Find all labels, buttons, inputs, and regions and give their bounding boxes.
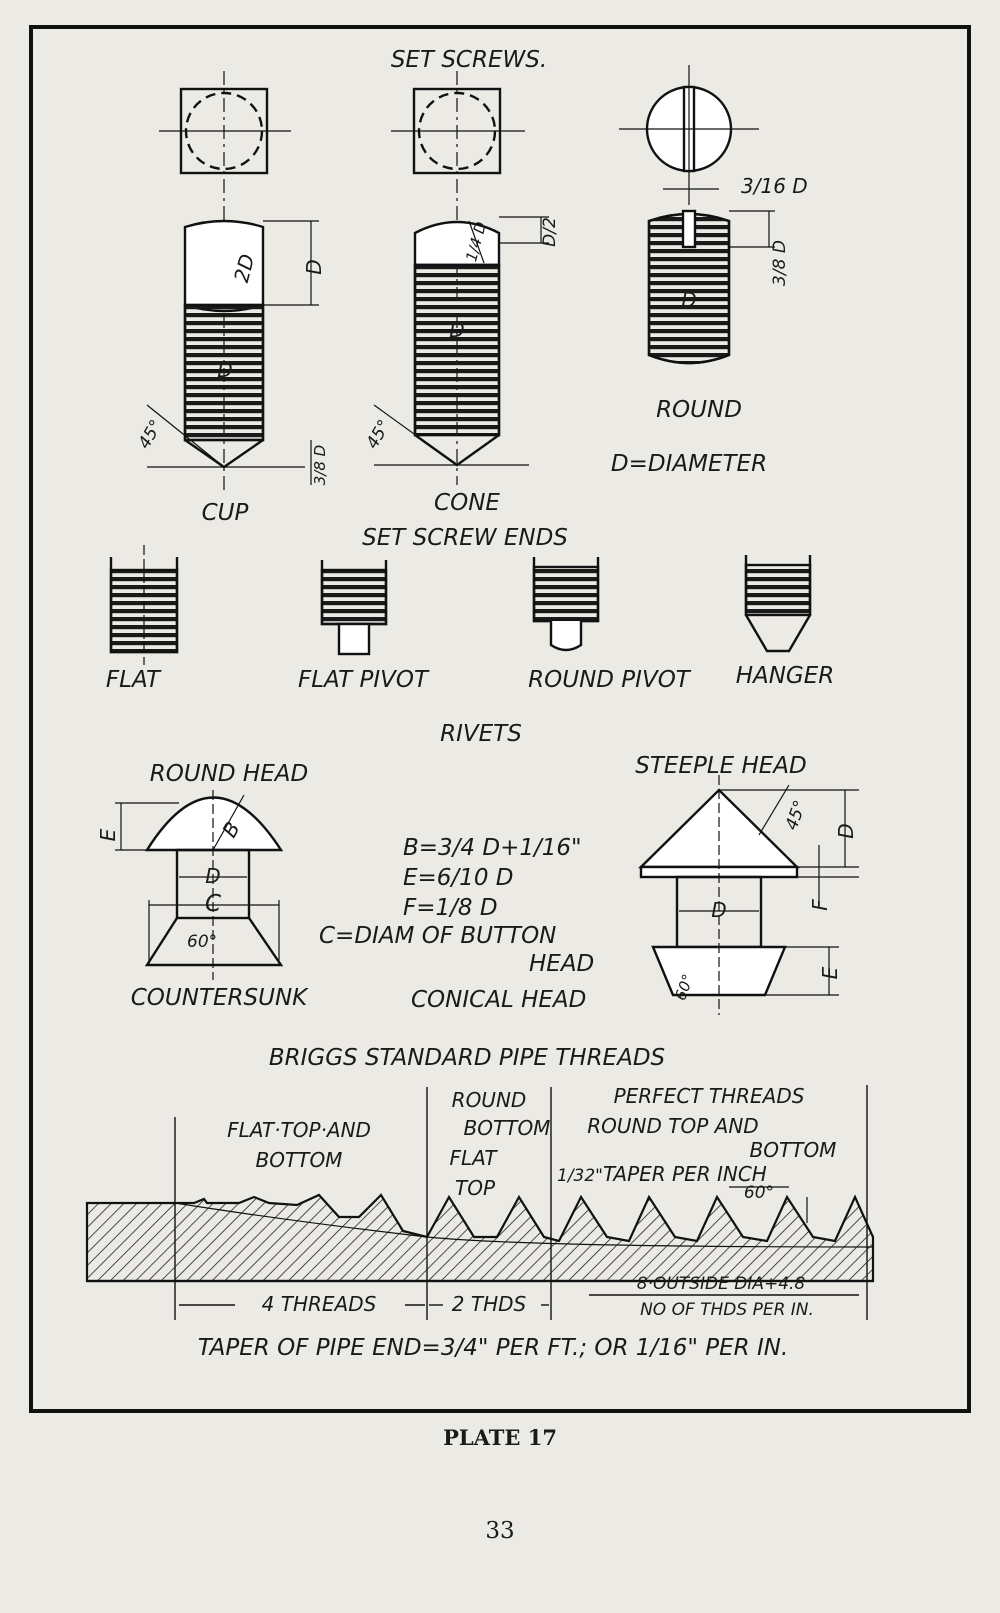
rivet-dim-d: D: [205, 864, 220, 888]
round-bottom-line4: TOP: [455, 1176, 496, 1200]
cone-label: CONE: [434, 490, 500, 516]
countersunk-label: COUNTERSUNK: [131, 985, 309, 1011]
round-bottom-line1: ROUND: [452, 1088, 527, 1112]
plate-svg: SET SCREWS. D 2D D 3/8 D 45° CUP: [29, 25, 971, 1413]
screw-end-flat-pivot: [320, 560, 388, 656]
pipe-dimension-lines: [179, 1294, 859, 1306]
round-dim-3-8d: 3/8 D: [770, 240, 790, 286]
rivet-dim-c: C: [205, 891, 221, 917]
steeple-dim-f: F: [808, 899, 832, 911]
c-note-line2: HEAD: [529, 951, 594, 977]
cup-dim-d: D: [302, 259, 326, 274]
screw-end-flat: [109, 545, 179, 665]
perfect-threads-line1: PERFECT THREADS: [614, 1084, 805, 1108]
cone-dim-d-2: D/2: [540, 217, 560, 247]
page-number: 33: [485, 1518, 515, 1544]
plate-border: [29, 25, 971, 1413]
taper-fraction: 1/32": [557, 1166, 603, 1186]
perfect-threads-line2: ROUND TOP AND: [587, 1114, 758, 1138]
conical-head-label: CONICAL HEAD: [411, 987, 586, 1013]
flat-label: FLAT: [106, 667, 162, 693]
taper-per-inch: TAPER PER INCH: [603, 1162, 767, 1186]
plate-drawing: SET SCREWS. D 2D D 3/8 D 45° CUP: [29, 25, 973, 1415]
cone-angle-45: 45°: [362, 416, 394, 452]
round-dim-diameter: D: [681, 288, 696, 312]
steeple-head-label: STEEPLE HEAD: [635, 753, 807, 779]
formula-f: F=1/8 D: [403, 895, 498, 921]
rivet-dim-e: E: [96, 828, 120, 841]
formula-e: E=6/10 D: [403, 865, 513, 891]
thread-angle-60: 60°: [744, 1183, 774, 1203]
flat-pivot-label: FLAT PIVOT: [298, 667, 430, 693]
steeple-dim-d: D: [834, 823, 858, 838]
countersunk-angle-60: 60°: [187, 932, 217, 952]
cup-angle-45: 45°: [134, 416, 166, 452]
flat-top-line2: BOTTOM: [256, 1148, 343, 1172]
round-pivot-label: ROUND PIVOT: [528, 667, 692, 693]
two-threads-label: 2 THDS: [452, 1292, 527, 1316]
c-note-line1: C=DIAM OF BUTTON: [319, 923, 556, 949]
pipe-thread-profile: [85, 1186, 875, 1283]
flat-top-line1: FLAT·TOP·AND: [227, 1118, 371, 1142]
formula-numerator: 8·OUTSIDE DIA+4.8: [637, 1274, 806, 1294]
cup-set-screw: [146, 71, 319, 495]
round-bottom-line2: BOTTOM: [464, 1116, 551, 1140]
round-label: ROUND: [656, 397, 742, 423]
cone-set-screw: [373, 71, 549, 485]
taper-of-pipe-end-note: TAPER OF PIPE END=3/4" PER FT.; OR 1/16"…: [198, 1335, 789, 1361]
formula-denominator: NO OF THDS PER IN.: [640, 1300, 814, 1320]
set-screws-title: SET SCREWS.: [391, 47, 547, 73]
cone-dim-diameter: D: [449, 318, 464, 342]
steeple-head-rivet: [638, 775, 859, 1015]
cup-label: CUP: [202, 500, 249, 526]
four-threads-label: 4 THREADS: [262, 1292, 377, 1316]
hanger-label: HANGER: [736, 663, 835, 689]
round-set-screw: [619, 65, 775, 365]
diameter-note: D=DIAMETER: [611, 451, 767, 477]
cup-dim-3-8d: 3/8 D: [311, 445, 329, 485]
round-bottom-line3: FLAT: [449, 1146, 498, 1170]
cup-dim-diameter: D: [217, 358, 232, 382]
plate-caption: PLATE 17: [443, 1425, 557, 1450]
round-dim-3-16d: 3/16 D: [741, 174, 808, 198]
rivets-title: RIVETS: [440, 721, 522, 747]
perfect-threads-line3: BOTTOM: [750, 1138, 837, 1162]
round-head-rivet: [115, 790, 284, 980]
round-head-label: ROUND HEAD: [150, 761, 308, 787]
pipe-threads-title: BRIGGS STANDARD PIPE THREADS: [269, 1045, 665, 1071]
screw-end-round-pivot: [532, 557, 600, 652]
formula-b: B=3/4 D+1/16": [403, 835, 582, 861]
screw-end-hanger: [744, 555, 812, 653]
steeple-angle-45: 45°: [782, 798, 811, 833]
steeple-dim-e: E: [818, 966, 842, 979]
steeple-dim-d-shank: D: [711, 898, 726, 922]
screw-ends-title: SET SCREW ENDS: [362, 525, 568, 551]
